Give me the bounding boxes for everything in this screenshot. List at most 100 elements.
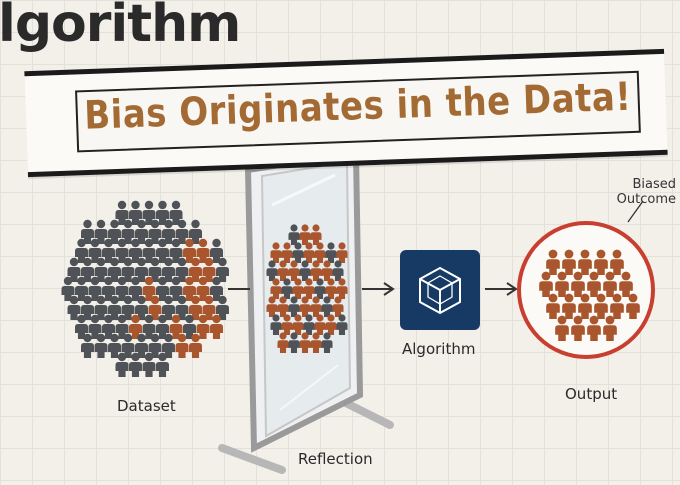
algorithm-box [400, 250, 480, 330]
reflection-label: Reflection [298, 450, 373, 468]
person-icon [610, 293, 624, 319]
person-icon [281, 242, 293, 263]
person-icon [310, 296, 322, 317]
person-icon [587, 315, 601, 341]
person-icon [619, 271, 633, 297]
person-icon [603, 271, 617, 297]
biased-outcome-line2: Outcome [616, 192, 676, 207]
person-icon [555, 271, 569, 297]
dataset-crowd [61, 200, 229, 377]
person-icon [332, 260, 344, 281]
person-icon [325, 314, 337, 335]
person-icon [270, 278, 282, 299]
person-icon [594, 293, 608, 319]
person-icon [578, 293, 592, 319]
person-icon [270, 314, 282, 335]
algorithm-label: Algorithm [402, 340, 476, 358]
person-icon [299, 260, 311, 281]
person-icon [81, 333, 94, 358]
person-icon [314, 314, 326, 335]
person-icon [266, 296, 278, 317]
person-icon [277, 260, 289, 281]
output-crowd [539, 249, 640, 341]
person-icon [299, 296, 311, 317]
person-icon [310, 224, 322, 245]
reflection-mirror [218, 149, 394, 474]
person-icon [129, 352, 142, 377]
banner-strip: Bias Originates in the Data! [24, 48, 668, 178]
person-icon [270, 242, 282, 263]
person-icon [94, 333, 108, 358]
person-icon [336, 278, 348, 299]
person-icon [299, 332, 311, 353]
person-icon [303, 242, 315, 263]
person-icon [67, 295, 81, 320]
person-icon [277, 332, 289, 353]
person-icon [266, 260, 278, 281]
person-icon [292, 242, 304, 263]
person-icon [562, 293, 576, 319]
person-icon [587, 271, 601, 297]
person-icon [562, 249, 576, 275]
biased-outcome-pointer [627, 200, 644, 223]
person-icon [210, 314, 223, 339]
person-icon [288, 224, 300, 245]
person-icon [555, 315, 569, 341]
person-icon [288, 296, 300, 317]
person-icon [332, 296, 344, 317]
person-icon [292, 278, 304, 299]
person-icon [142, 352, 156, 377]
person-icon [303, 314, 315, 335]
person-icon [546, 293, 560, 319]
person-icon [603, 315, 617, 341]
person-icon [325, 278, 337, 299]
person-icon [303, 278, 315, 299]
output-label: Output [565, 385, 618, 403]
banner-box: Bias Originates in the Data! [75, 70, 641, 153]
person-icon [288, 332, 300, 353]
person-icon [594, 249, 608, 275]
person-icon [314, 278, 326, 299]
person-icon [578, 249, 592, 275]
person-icon [336, 242, 348, 263]
person-icon [310, 260, 322, 281]
person-icon [336, 314, 348, 335]
person-icon [189, 333, 202, 358]
person-icon [277, 296, 289, 317]
page-title: lgorithm [0, 0, 241, 54]
person-icon [175, 219, 189, 244]
person-icon [321, 260, 333, 281]
person-icon [321, 332, 333, 353]
person-icon [288, 260, 300, 281]
person-icon [546, 249, 560, 275]
person-icon [292, 314, 304, 335]
person-icon [196, 314, 210, 339]
dataset-label: Dataset [117, 397, 176, 415]
person-icon [325, 242, 337, 263]
person-icon [314, 242, 326, 263]
banner: Bias Originates in the Data! [0, 0, 680, 200]
person-icon [310, 332, 322, 353]
person-icon [610, 249, 624, 275]
person-icon [299, 224, 311, 245]
mirror-leg-left [218, 444, 286, 474]
cube-icon [419, 266, 461, 315]
biased-outcome-line1: Biased [632, 177, 676, 192]
mirror-crowd [266, 224, 348, 353]
biased-outcome-label: Biased Outcome [617, 177, 676, 207]
person-icon [321, 296, 333, 317]
person-icon [626, 293, 640, 319]
person-icon [281, 314, 293, 335]
person-icon [175, 333, 189, 358]
output-ring [517, 221, 655, 359]
person-icon [571, 271, 585, 297]
person-icon [156, 352, 169, 377]
banner-title: Bias Originates in the Data! [83, 74, 633, 140]
person-icon [108, 333, 121, 358]
person-icon [281, 278, 293, 299]
arrow-right-icon [228, 282, 518, 296]
person-icon [571, 315, 585, 341]
person-icon [115, 352, 129, 377]
person-icon [539, 271, 553, 297]
